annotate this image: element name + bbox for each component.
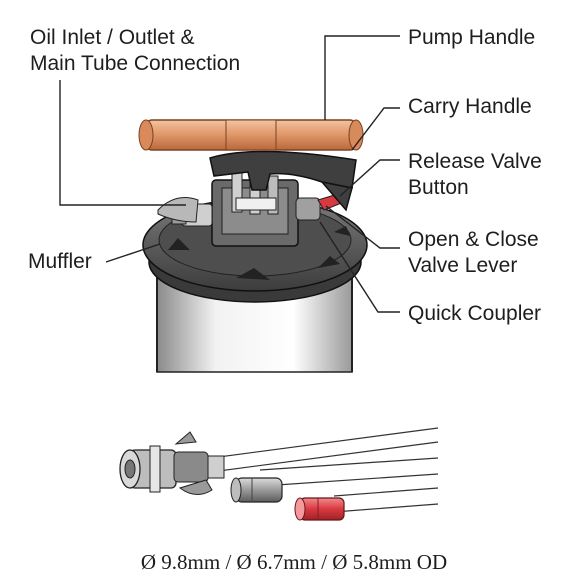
leader-release-valve (339, 159, 400, 197)
open-close-label-line2: Valve Lever (408, 254, 517, 277)
leader-pump-handle (324, 35, 400, 120)
carry-handle-label: Carry Handle (408, 95, 532, 118)
coupler-fitting (119, 431, 225, 495)
tubes (195, 427, 439, 513)
carry-handle (209, 150, 357, 212)
oil-inlet-label-line1: Oil Inlet / Outlet & (30, 26, 195, 49)
leader-quick-coupler (319, 221, 400, 313)
leader-oil-inlet (59, 80, 186, 206)
leader-open-close (325, 205, 400, 249)
leader-lines (59, 35, 400, 313)
diameter-caption: Ø 9.8mm / Ø 6.7mm / Ø 5.8mm OD (141, 550, 447, 574)
red-adapter (294, 497, 345, 521)
muffler-label: Muffler (28, 250, 92, 273)
open-close-label: Open & Close Valve Lever (408, 228, 545, 277)
pump-handle (138, 119, 364, 151)
release-valve-label: Release Valve Button (408, 150, 548, 199)
open-close-label-line1: Open & Close (408, 228, 539, 251)
leader-muffler (105, 243, 161, 263)
oil-inlet-label: Oil Inlet / Outlet & Main Tube Connectio… (30, 26, 240, 75)
pump-mechanism (157, 167, 345, 247)
adapter-set (119, 427, 439, 521)
release-valve-label-line1: Release Valve (408, 150, 542, 173)
oil-inlet-label-line2: Main Tube Connection (30, 52, 240, 75)
grey-adapter (230, 477, 283, 503)
quick-coupler-label: Quick Coupler (408, 302, 541, 325)
pump-handle-label: Pump Handle (408, 26, 535, 49)
release-valve-label-line2: Button (408, 176, 469, 199)
leader-carry-handle (351, 107, 400, 151)
